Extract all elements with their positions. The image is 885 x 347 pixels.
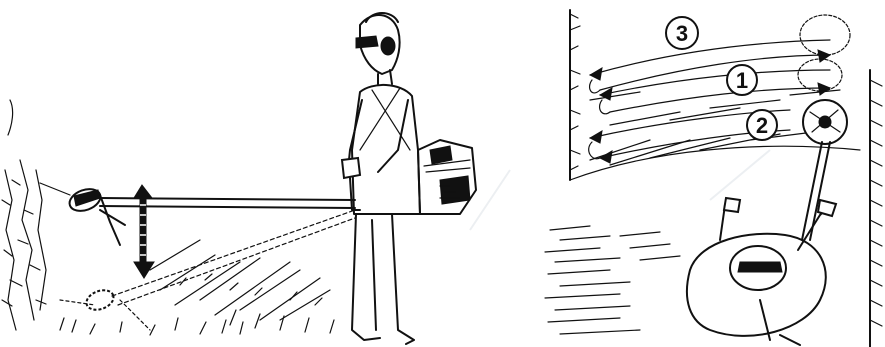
grass-ground-icon [60,240,334,335]
cutter-disc-icon [803,100,847,144]
bush-icon [2,100,46,330]
step-2-label: 2 [747,110,777,140]
operator-side-view-icon [342,13,420,344]
cutting-path-arrows [589,40,830,163]
step-3-text: 3 [676,21,688,46]
step-2-text: 2 [756,113,768,138]
step-1-text: 1 [736,68,748,93]
grass-area-icon [545,226,680,334]
top-view-svg: 3 1 2 [530,0,885,347]
side-view-svg [0,0,530,347]
step-1-label: 1 [727,65,757,95]
right-wall-icon [870,70,882,347]
top-view-illustration: 3 1 2 [530,0,885,347]
trimmer-head-lower-icon [60,210,355,330]
trimmer-head-upper-icon [40,183,125,245]
step-3-label: 3 [666,17,698,49]
side-view-illustration [0,0,530,347]
engine-unit-icon [418,140,476,214]
